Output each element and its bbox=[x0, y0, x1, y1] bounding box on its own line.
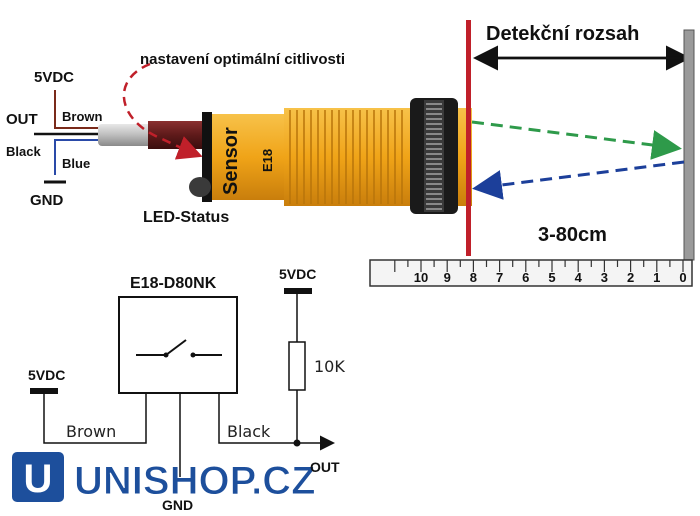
adjust-label: nastavení optimální citlivosti bbox=[140, 51, 345, 68]
sensor-cable bbox=[98, 124, 152, 146]
ruler-label: 3 bbox=[601, 270, 608, 285]
schematic-5vdc-left: 5VDC bbox=[28, 367, 65, 383]
ruler-labels: 10 9 8 7 6 5 4 3 2 1 0 bbox=[414, 270, 687, 285]
resistor-symbol bbox=[288, 341, 306, 391]
sensor-threads bbox=[289, 110, 403, 204]
switch-symbol bbox=[136, 339, 222, 358]
schematic-black-label: Black bbox=[227, 422, 271, 441]
ruler-label: 7 bbox=[496, 270, 503, 285]
wire-black-label: Black bbox=[6, 144, 41, 159]
ruler-label: 2 bbox=[627, 270, 634, 285]
ruler-label: 5 bbox=[548, 270, 555, 285]
schematic-brown-wire bbox=[43, 393, 147, 444]
schematic-5vdc-right: 5VDC bbox=[279, 266, 316, 282]
wire-5vdc-label: 5VDC bbox=[34, 69, 74, 86]
ruler-label: 10 bbox=[414, 270, 428, 285]
led-status-label: LED-Status bbox=[143, 209, 229, 226]
ruler-label: 4 bbox=[575, 270, 583, 285]
emitted-beam bbox=[471, 120, 682, 160]
wire-gnd-label: GND bbox=[30, 192, 64, 209]
ruler-label: 6 bbox=[522, 270, 529, 285]
ruler-ticks bbox=[394, 260, 684, 272]
sensor-back-cap bbox=[202, 112, 212, 202]
adjust-arrow bbox=[122, 62, 203, 160]
brand-name: UNISHOP.CZ bbox=[74, 459, 316, 503]
schematic-out-label: OUT bbox=[310, 459, 340, 475]
sensor-nut-knurl bbox=[424, 100, 444, 212]
sensor-model-text: E18 bbox=[260, 149, 275, 172]
schematic-gnd-label: GND bbox=[162, 497, 193, 513]
schematic-5vdc-right-bar bbox=[284, 288, 312, 294]
brand-logo-letter: U bbox=[24, 457, 53, 501]
sensor-threaded-body bbox=[284, 108, 410, 206]
ruler-label: 8 bbox=[470, 270, 477, 285]
range-value: 3-80cm bbox=[538, 224, 607, 246]
ruler-label: 1 bbox=[653, 270, 660, 285]
min-range-marker bbox=[466, 20, 471, 256]
brand-logo-icon bbox=[12, 452, 64, 502]
brown-wire bbox=[54, 90, 100, 129]
range-title: Detekční rozsah bbox=[486, 23, 639, 45]
blue-wire bbox=[54, 139, 100, 175]
ruler-label: 9 bbox=[444, 270, 451, 285]
wire-brown-label: Brown bbox=[62, 109, 103, 124]
sensor-nut-knurl-lines bbox=[426, 103, 442, 210]
schematic-brown-label: Brown bbox=[66, 422, 116, 441]
resistor-value: 10K bbox=[314, 357, 345, 376]
module-label: E18-D80NK bbox=[130, 275, 217, 292]
sensor-label-plate bbox=[212, 114, 284, 200]
sensor-brand-text: Sensor bbox=[220, 127, 242, 195]
schematic-5vdc-left-bar bbox=[30, 388, 58, 394]
ruler-label: 0 bbox=[679, 270, 686, 285]
reflected-beam bbox=[472, 160, 685, 200]
wire-out-label: OUT bbox=[6, 111, 38, 128]
schematic-black-wire bbox=[218, 393, 296, 444]
led-status-indicator bbox=[189, 177, 211, 197]
target-plate bbox=[683, 29, 695, 261]
wire-blue-label: Blue bbox=[62, 156, 90, 171]
ruler bbox=[369, 259, 693, 287]
